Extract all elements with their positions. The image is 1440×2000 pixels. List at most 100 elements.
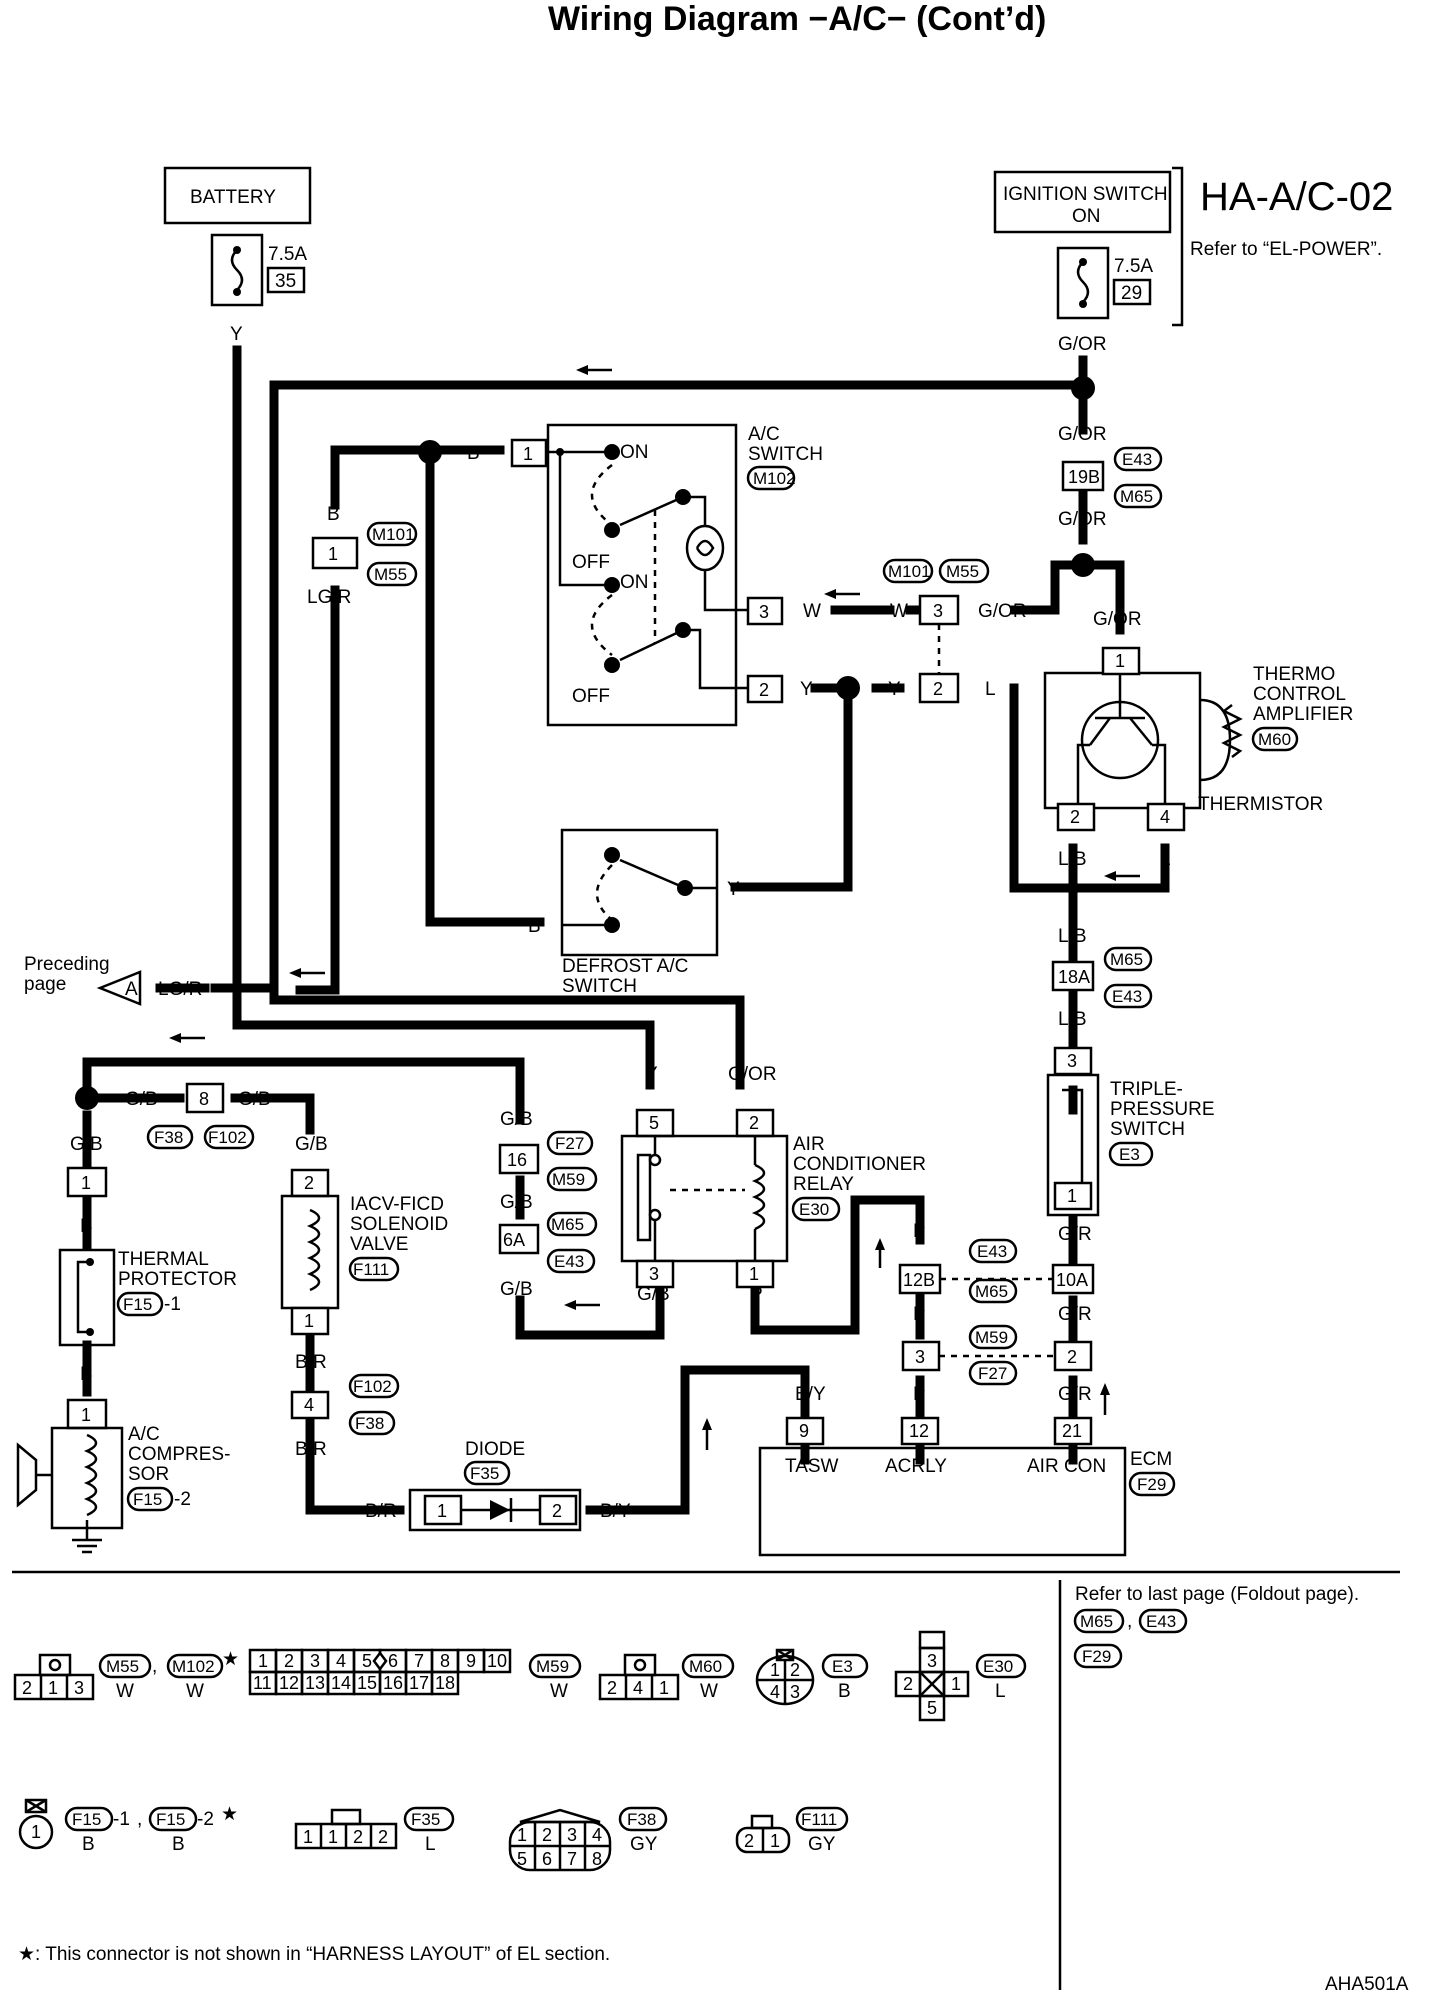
pin-cell — [482, 1648, 512, 1674]
connector-id: F102 — [208, 1128, 247, 1147]
pin-number: 3 — [649, 1264, 659, 1284]
connector-id: E3 — [1119, 1145, 1140, 1164]
wire-label: Y — [645, 1064, 658, 1085]
wire-label: G/B — [70, 1134, 103, 1155]
pin-number: 21 — [1062, 1421, 1082, 1441]
flow-arrows — [169, 365, 1140, 1450]
connector-id: F27 — [555, 1134, 584, 1153]
defrost-ac-switch: Y B DEFROST A/C SWITCH — [528, 828, 740, 997]
pin-number: 1 — [770, 1660, 780, 1680]
compressor-label: COMPRES- — [128, 1444, 230, 1465]
wire-label: LG/R — [307, 587, 351, 608]
connector-id: M59 — [975, 1328, 1008, 1347]
battery-label: BATTERY — [190, 187, 276, 208]
connector-pin: 4 — [304, 1395, 314, 1415]
figure-id: AHA501A — [1325, 1974, 1409, 1995]
connector-id: E43 — [1146, 1612, 1176, 1631]
iacv-label: SOLENOID — [350, 1214, 448, 1235]
pin-number: 2 — [552, 1501, 562, 1521]
pin-number: 1 — [1067, 1186, 1077, 1206]
pin-number: 2 — [744, 1831, 754, 1851]
wire-label: G/OR — [1058, 509, 1107, 530]
connector-id: E43 — [1112, 987, 1142, 1006]
wire-label: G/B — [500, 1279, 533, 1300]
pin-number: 1 — [659, 1678, 669, 1698]
relay-label: RELAY — [793, 1174, 854, 1195]
connector-id: F15 — [123, 1295, 152, 1314]
pin-number: 5 — [649, 1113, 659, 1133]
bracket — [1172, 166, 1184, 327]
pin-number: 9 — [799, 1421, 809, 1441]
connector-id: F111 — [353, 1260, 389, 1279]
defrost-label: DEFROST A/C — [562, 956, 688, 977]
pin-number: 5 — [927, 1698, 937, 1718]
pin-number: 2 — [284, 1651, 294, 1671]
pin-number: 7 — [567, 1849, 577, 1869]
page-title: Wiring Diagram −A/C− (Cont’d) — [548, 0, 1046, 38]
fuse-number: 29 — [1121, 283, 1142, 304]
pin-number: 16 — [383, 1673, 403, 1693]
connector-id: M60 — [689, 1657, 722, 1676]
connector-16-6a: G/B 16 F27 M59 G/B 6A M65 E43 G/B — [498, 1109, 598, 1300]
connector-color: B — [82, 1834, 95, 1855]
connector-id: F15 — [72, 1810, 101, 1829]
connector-m101-left: 1 B LG/R M101 M55 — [307, 504, 418, 608]
fuse-rating: 7.5A — [268, 244, 307, 265]
separator: , — [1127, 1611, 1132, 1632]
connector-id: F102 — [353, 1377, 392, 1396]
relay-label: AIR — [793, 1134, 825, 1155]
harness-wires — [82, 345, 1170, 1515]
connector-id: F38 — [355, 1414, 384, 1433]
connector-color: W — [116, 1681, 134, 1702]
ac-switch-pin2: 2 — [746, 674, 784, 704]
connector-id: F111 — [801, 1810, 837, 1829]
connector-suffix: -2 — [174, 1489, 191, 1510]
ignition-fuse: 7.5A 29 — [1056, 246, 1153, 320]
key-notch — [372, 1650, 388, 1672]
pin-number: 5 — [517, 1849, 527, 1869]
thermistor-label: THERMISTOR — [1198, 794, 1323, 815]
connector-pin: 3 — [915, 1347, 925, 1367]
switch-on-label: ON — [620, 572, 649, 593]
connector-suffix: -1 — [113, 1809, 130, 1830]
connector-pin: 2 — [1067, 1347, 1077, 1367]
connector-color: W — [186, 1681, 204, 1702]
connector-id: F38 — [627, 1810, 656, 1829]
relay-label: CONDITIONER — [793, 1154, 926, 1175]
junction-dots — [75, 376, 1095, 1110]
pin-number: 11 — [253, 1673, 272, 1693]
pin-number: 2 — [353, 1827, 363, 1847]
preceding-page-marker: Preceding page A LG/R — [24, 954, 202, 1006]
legend-f111: 2 1 F111 GY — [735, 1806, 849, 1855]
connector-id: M65 — [1080, 1612, 1113, 1631]
pin-number: 2 — [749, 1113, 759, 1133]
refer-el-power: Refer to “EL-POWER”. — [1190, 239, 1382, 260]
connector-id: M65 — [1120, 487, 1153, 506]
pin-number: 4 — [336, 1651, 346, 1671]
pin-number: 2 — [1070, 807, 1080, 827]
wire-label: B/Y — [795, 1384, 826, 1405]
wire-label: Y — [888, 679, 901, 700]
pin-number: 8 — [440, 1651, 450, 1671]
foldout-reference: Refer to last page (Foldout page). M65 ,… — [1073, 1584, 1359, 1669]
pin-number: 4 — [592, 1825, 602, 1845]
wire-label: G/B — [500, 1192, 533, 1213]
wire-label: L/B — [1058, 926, 1087, 947]
fuse-rating: 7.5A — [1114, 256, 1153, 277]
wire-label: G/R — [1058, 1304, 1092, 1325]
wire-label: L — [1160, 849, 1171, 870]
wire-label: P — [750, 1284, 763, 1305]
pin-number: 17 — [409, 1673, 429, 1693]
legend-e3: 1 2 4 3 E3 B — [755, 1648, 869, 1706]
pin-number: 2 — [933, 679, 943, 699]
legend-f15: 1 F15 -1 , F15 -2 ★ B B — [18, 1798, 238, 1855]
ac-switch-label: A/C — [748, 424, 780, 445]
pin-cell — [430, 1670, 460, 1696]
pin-number: 1 — [81, 1173, 91, 1193]
ecm-terminal: TASW — [785, 1456, 839, 1477]
connector-id: M101 — [888, 562, 931, 581]
connector-id: F35 — [470, 1464, 499, 1483]
wire-label: B/Y — [600, 1501, 631, 1522]
connector-id: M65 — [975, 1282, 1008, 1301]
